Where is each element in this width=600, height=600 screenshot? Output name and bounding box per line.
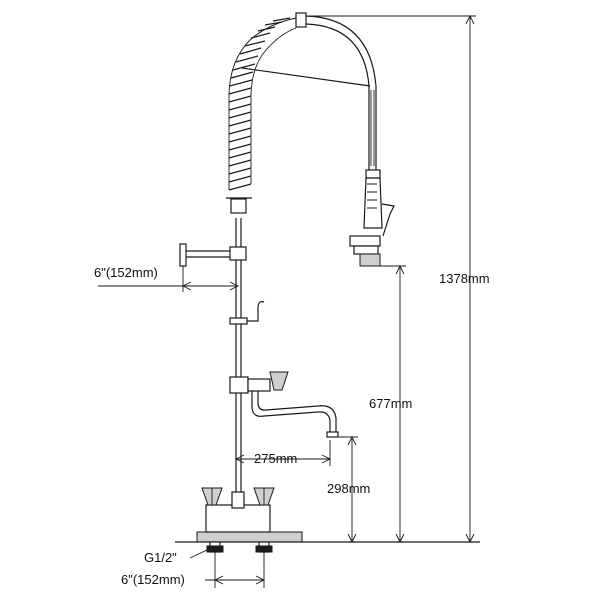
- swing-spout: [251, 391, 339, 438]
- spray-hook: [229, 301, 265, 325]
- spout-valve: [229, 371, 289, 394]
- flexible-hose: [241, 12, 377, 170]
- dim-label-spray-height: 677mm: [369, 396, 412, 411]
- dimension-spout-height: [338, 435, 358, 544]
- dimension-spray-height: [380, 264, 406, 544]
- dimension-inlet-spacing: [205, 552, 266, 588]
- riser-pipe: [235, 218, 242, 492]
- dimension-inlet-thread: [189, 549, 208, 559]
- dim-label-spout-reach: 275mm: [254, 451, 297, 466]
- dim-label-spout-height: 298mm: [327, 481, 370, 496]
- inlet-shank-left: [206, 541, 224, 553]
- dimension-total-height: [306, 14, 476, 544]
- wall-bracket: [179, 243, 247, 267]
- dim-label-total-height: 1378mm: [439, 271, 490, 286]
- dimension-bracket-offset: [98, 266, 240, 292]
- handle-left: [201, 487, 223, 506]
- mixer-body: [205, 491, 271, 533]
- dim-label-bracket-offset: 6"(152mm): [94, 265, 158, 280]
- dimension-spout-reach: [234, 440, 332, 466]
- dim-label-inlet-spacing: 6"(152mm): [121, 572, 185, 587]
- spray-head: [349, 169, 395, 267]
- dim-label-inlet-thread: G1/2": [144, 550, 177, 565]
- handle-right: [253, 487, 275, 506]
- inlet-shank-right: [255, 541, 273, 553]
- spring-coil: [226, 17, 297, 214]
- deck-plate: [175, 531, 480, 543]
